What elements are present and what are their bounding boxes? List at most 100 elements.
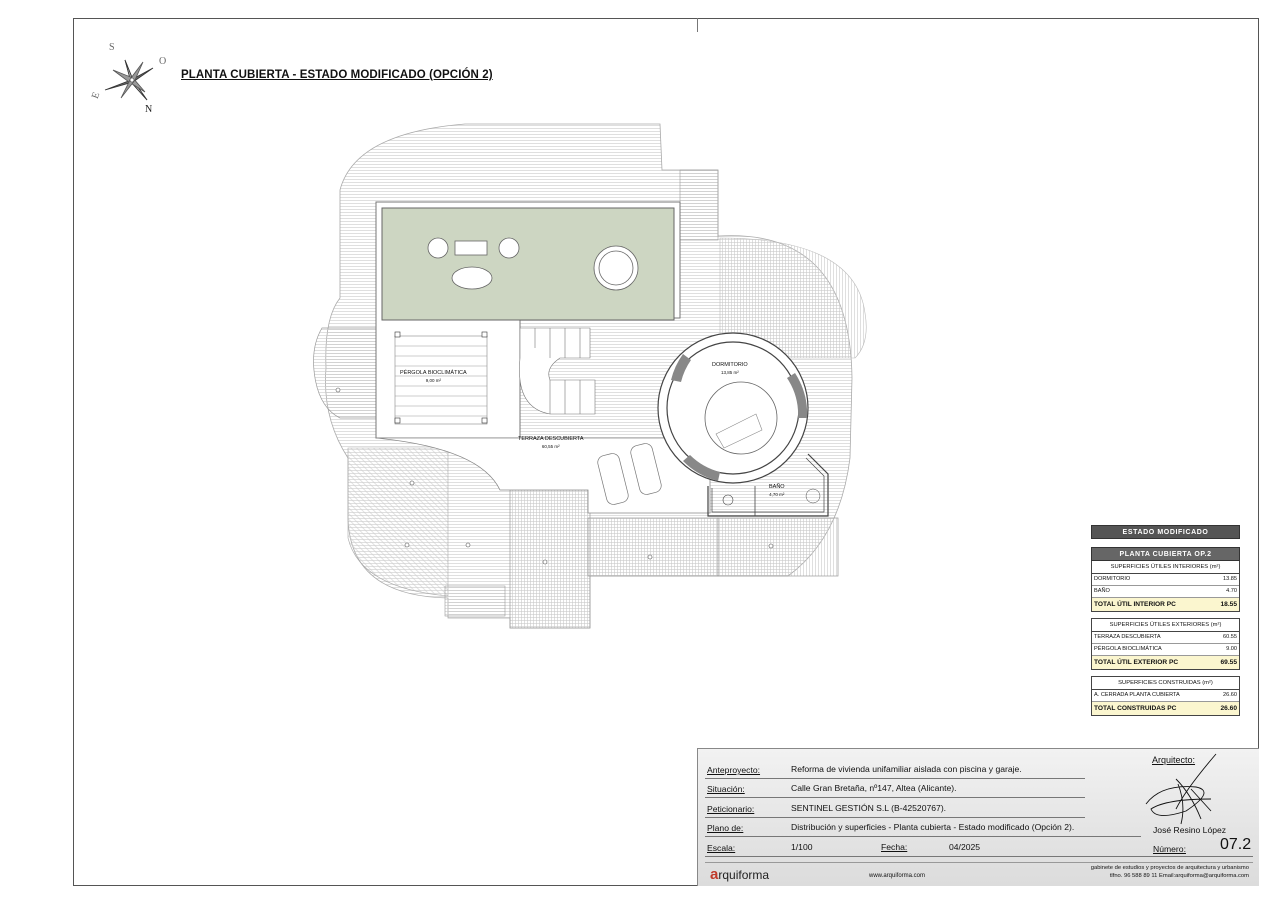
- architect-name: José Resino López: [1153, 825, 1227, 835]
- left-curved-deck: [347, 447, 449, 597]
- table-row: DORMITORIO 13.85: [1092, 574, 1239, 586]
- bottom-right-deck: [587, 517, 719, 577]
- label-terraza: TERRAZA DESCUBIERTA 60,55 m²: [518, 436, 584, 450]
- exterior-title: SUPERFICIES ÚTILES EXTERIORES (m²): [1092, 619, 1239, 632]
- table-row: TERRAZA DESCUBIERTA 60.55: [1092, 632, 1239, 644]
- interior-title: SUPERFICIES ÚTILES INTERIORES (m²): [1092, 561, 1239, 574]
- numero-label: Número:: [1153, 844, 1186, 854]
- compass-s-label: S: [109, 42, 115, 53]
- row-label: A. CERRADA PLANTA CUBIERTA: [1094, 692, 1180, 698]
- row-value: 60.55: [1223, 634, 1237, 640]
- architect-signature: [1145, 753, 1217, 825]
- total-label: TOTAL ÚTIL INTERIOR PC: [1094, 601, 1176, 608]
- pergola-name: PÉRGOLA BIOCLIMÁTICA: [400, 370, 467, 376]
- bano-name: BAÑO: [769, 484, 785, 490]
- situacion-label: Situación:: [707, 784, 745, 794]
- row-value: 26.60: [1223, 692, 1237, 698]
- bano-area: 4,70 m²: [769, 492, 785, 497]
- company-website: www.arquiforma.com: [869, 873, 926, 879]
- row-label: BAÑO: [1094, 588, 1110, 594]
- round-bedroom: [657, 332, 809, 484]
- fecha-label: Fecha:: [881, 842, 908, 852]
- compass-o-label: O: [159, 56, 167, 67]
- title-block: Anteproyecto: Reforma de vivienda unifam…: [697, 748, 1259, 886]
- surfaces-header: ESTADO MODIFICADO: [1091, 525, 1240, 539]
- terraza-area: 60,55 m²: [541, 444, 560, 449]
- peticionario-label: Peticionario:: [707, 804, 755, 814]
- table-row: A. CERRADA PLANTA CUBIERTA 26.60: [1092, 690, 1239, 702]
- total-row: TOTAL ÚTIL EXTERIOR PC 69.55: [1092, 656, 1239, 669]
- total-value: 69.55: [1220, 659, 1237, 666]
- surfaces-subheader: PLANTA CUBIERTA OP.2: [1091, 547, 1240, 561]
- total-label: TOTAL CONSTRUIDAS PC: [1094, 705, 1177, 712]
- row-value: 13.85: [1223, 576, 1237, 582]
- dormitorio-name: DORMITORIO: [712, 362, 748, 368]
- plano-label: Plano de:: [707, 823, 744, 833]
- total-value: 26.60: [1220, 705, 1237, 712]
- logo-text: rquiforma: [718, 868, 770, 882]
- total-row: TOTAL ÚTIL INTERIOR PC 18.55: [1092, 598, 1239, 611]
- bottom-far-right-deck: [717, 517, 839, 577]
- compass-rose-icon: [104, 59, 154, 101]
- peticionario-value: SENTINEL GESTIÓN S.L (B-42520767).: [791, 803, 947, 813]
- row-label: TERRAZA DESCUBIERTA: [1094, 634, 1161, 640]
- pergola-area: 9,00 m²: [425, 378, 441, 383]
- sheet-number: 07.2: [1220, 836, 1252, 853]
- table-row: PÉRGOLA BIOCLIMÁTICA 9.00: [1092, 644, 1239, 656]
- exterior-section: SUPERFICIES ÚTILES EXTERIORES (m²) TERRA…: [1091, 618, 1240, 670]
- company-contact: gabinete de estudios y proyectos de arqu…: [1091, 864, 1249, 880]
- vehicles: [597, 443, 662, 505]
- right-curved-deck: [719, 237, 867, 359]
- construidas-section: SUPERFICIES CONSTRUIDAS (m²) A. CERRADA …: [1091, 676, 1240, 716]
- divider: [705, 817, 1085, 818]
- pergola: [394, 331, 488, 425]
- outdoor-furniture: [427, 237, 639, 291]
- label-pergola: PÉRGOLA BIOCLIMÁTICA 9,00 m²: [400, 370, 467, 384]
- sheet-title: PLANTA CUBIERTA - ESTADO MODIFICADO (OPC…: [181, 69, 493, 81]
- row-value: 4.70: [1226, 588, 1237, 594]
- label-dormitorio: DORMITORIO 13,85 m²: [712, 362, 748, 376]
- label-bano: BAÑO 4,70 m²: [769, 484, 785, 498]
- situacion-value: Calle Gran Bretaña, nº147, Altea (Alican…: [791, 783, 957, 793]
- contact-line: gabinete de estudios y proyectos de arqu…: [1090, 865, 1249, 871]
- dormitorio-area: 13,85 m²: [720, 370, 739, 375]
- total-label: TOTAL ÚTIL EXTERIOR PC: [1094, 659, 1179, 666]
- divider: [705, 862, 1253, 863]
- terraza-name: TERRAZA DESCUBIERTA: [518, 436, 584, 442]
- arquitecto-label: Arquitecto:: [1152, 755, 1196, 765]
- company-logo: arquiforma: [710, 866, 769, 883]
- roof-plan-drawing: [313, 123, 867, 629]
- fecha-value: 04/2025: [949, 842, 981, 852]
- left-small-deck: [444, 585, 506, 617]
- total-row: TOTAL CONSTRUIDAS PC 26.60: [1092, 702, 1239, 715]
- top-right-deck: [679, 169, 719, 241]
- total-value: 18.55: [1220, 601, 1237, 608]
- divider: [705, 856, 1253, 857]
- contact-line: tlfno. 96 588 89 11 Email:arquiforma@arq…: [1109, 873, 1249, 879]
- floor-plan: PÉRGOLA BIOCLIMÁTICA 9,00 m² TERRAZA DES…: [250, 118, 890, 638]
- drain-marks: [335, 387, 774, 565]
- frame-tick: [697, 18, 698, 32]
- escala-value: 1/100: [791, 842, 813, 852]
- interior-section: SUPERFICIES ÚTILES INTERIORES (m²) DORMI…: [1091, 561, 1240, 612]
- divider: [705, 836, 1141, 837]
- table-row: BAÑO 4.70: [1092, 586, 1239, 598]
- compass-n-label: N: [145, 104, 153, 115]
- plano-value: Distribución y superficies - Planta cubi…: [791, 822, 1075, 832]
- divider: [705, 797, 1085, 798]
- row-value: 9.00: [1226, 646, 1237, 652]
- bottom-center-deck: [509, 489, 591, 629]
- logo-initial: a: [710, 866, 719, 883]
- drawing-frame: [73, 18, 1259, 886]
- anteproyecto-value: Reforma de vivienda unifamiliar aislada …: [791, 764, 1022, 774]
- surfaces-table: ESTADO MODIFICADO PLANTA CUBIERTA OP.2 S…: [1091, 525, 1240, 716]
- north-compass: S O E N: [90, 40, 175, 120]
- bathroom: [707, 453, 829, 517]
- construidas-title: SUPERFICIES CONSTRUIDAS (m²): [1092, 677, 1239, 690]
- escala-label: Escala:: [707, 843, 736, 853]
- row-label: DORMITORIO: [1094, 576, 1131, 582]
- divider: [705, 778, 1085, 779]
- row-label: PÉRGOLA BIOCLIMÁTICA: [1094, 646, 1162, 652]
- left-wing-deck: [313, 327, 377, 419]
- spiral-stair: [519, 327, 596, 415]
